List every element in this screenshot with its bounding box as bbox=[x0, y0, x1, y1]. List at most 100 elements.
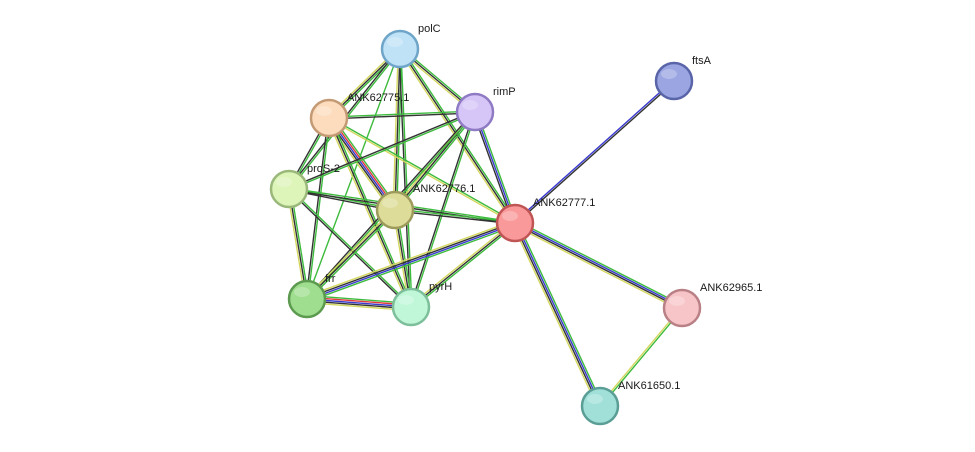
node-circle[interactable] bbox=[375, 190, 415, 230]
node-ANK62776.1[interactable]: ANK62776.1 bbox=[375, 183, 475, 230]
node-label: polC bbox=[418, 23, 441, 35]
node-frr[interactable]: frr bbox=[287, 273, 336, 319]
node-circle[interactable] bbox=[287, 279, 327, 319]
edge-strand-black bbox=[515, 81, 676, 225]
node-highlight bbox=[398, 295, 414, 305]
edge-strand-black bbox=[328, 117, 412, 308]
edge-strand-black bbox=[409, 111, 475, 307]
edge-strand-green bbox=[395, 208, 516, 223]
node-circle[interactable] bbox=[309, 98, 349, 138]
edge-strand-green bbox=[307, 118, 331, 300]
edge-strand-green bbox=[395, 112, 477, 212]
edge-strand-black bbox=[472, 112, 514, 224]
node-label: ANK62965.1 bbox=[700, 282, 762, 294]
node-circle[interactable] bbox=[269, 169, 309, 209]
node-ANK62965.1[interactable]: ANK62965.1 bbox=[662, 282, 762, 328]
node-circle[interactable] bbox=[662, 288, 702, 328]
edge-strand-black bbox=[306, 209, 396, 300]
edge-strand-yellow bbox=[305, 219, 515, 298]
edge-strand-black bbox=[394, 48, 401, 211]
edge-strand-yellow bbox=[392, 48, 399, 210]
edge-strand-yellow bbox=[409, 221, 515, 307]
node-highlight bbox=[462, 100, 478, 110]
node-highlight bbox=[669, 296, 685, 306]
node-label: proS-2 bbox=[307, 163, 340, 175]
edge-rimP-proS-2[interactable] bbox=[288, 110, 476, 191]
nodes-layer: polC ANK62775.1 rimP proS-2ANK62776.1ANK627… bbox=[269, 23, 762, 426]
edge-strand-green bbox=[411, 223, 517, 309]
node-label: ANK61650.1 bbox=[618, 380, 680, 392]
node-proS-2[interactable]: proS-2 bbox=[269, 163, 340, 209]
edge-ANK62775.1-pyrH[interactable] bbox=[326, 117, 414, 308]
edge-strand-black bbox=[305, 117, 329, 299]
node-ftsA[interactable]: ftsA bbox=[654, 55, 712, 101]
edge-strand-black bbox=[394, 210, 515, 225]
edge-strand-black bbox=[287, 189, 411, 309]
edge-strand-black bbox=[306, 221, 515, 299]
edge-strand-green bbox=[330, 117, 414, 307]
edge-strand-green bbox=[411, 112, 477, 308]
edge-strand-green bbox=[307, 210, 397, 301]
edge-strand-yellow bbox=[511, 223, 599, 408]
edge-ANK62776.1-frr[interactable] bbox=[305, 208, 397, 301]
node-highlight bbox=[587, 394, 603, 404]
node-highlight bbox=[294, 287, 310, 297]
edge-strand-yellow bbox=[326, 118, 410, 308]
edge-strand-yellow bbox=[328, 118, 515, 225]
node-label: ANK62777.1 bbox=[533, 197, 595, 209]
edge-ANK62775.1-rimP[interactable] bbox=[328, 110, 476, 120]
node-pyrH[interactable]: pyrH bbox=[391, 281, 452, 327]
node-label: ANK62775.1 bbox=[347, 92, 409, 104]
edge-ANK62777.1-ftsA[interactable] bbox=[513, 79, 676, 225]
node-ANK62775.1[interactable]: ANK62775.1 bbox=[309, 92, 409, 138]
edge-strand-green bbox=[476, 111, 518, 223]
edge-rimP-pyrH[interactable] bbox=[409, 111, 477, 308]
node-rimP[interactable]: rimP bbox=[455, 86, 516, 132]
node-ANK62777.1[interactable]: ANK62777.1 bbox=[495, 197, 595, 243]
node-label: frr bbox=[325, 273, 336, 285]
node-label: rimP bbox=[493, 86, 516, 98]
edge-strand-black bbox=[329, 112, 476, 120]
node-highlight bbox=[382, 198, 398, 208]
edge-ANK62777.1-pyrH[interactable] bbox=[409, 221, 517, 309]
node-circle[interactable] bbox=[654, 61, 694, 101]
edge-strand-green bbox=[600, 308, 684, 408]
edge-ANK62777.1-ANK62965.1[interactable] bbox=[513, 219, 684, 312]
edge-strand-black bbox=[513, 223, 600, 407]
edge-strand-green bbox=[396, 49, 403, 211]
node-label: ANK62776.1 bbox=[413, 183, 475, 195]
node-highlight bbox=[276, 177, 292, 187]
edge-ANK62775.1-frr[interactable] bbox=[305, 117, 331, 300]
edge-strand-green bbox=[289, 187, 413, 307]
node-circle[interactable] bbox=[455, 92, 495, 132]
node-circle[interactable] bbox=[391, 287, 431, 327]
node-circle[interactable] bbox=[495, 203, 535, 243]
edge-strand-green bbox=[289, 112, 476, 191]
edge-strand-blue bbox=[307, 223, 516, 301]
edge-strand-green bbox=[515, 219, 684, 307]
edge-ANK62776.1-ANK62777.1[interactable] bbox=[394, 208, 516, 225]
edge-rimP-ANK62777.1[interactable] bbox=[472, 111, 518, 224]
edge-strand-black bbox=[410, 222, 516, 308]
edge-ANK62777.1-ANK61650.1[interactable] bbox=[511, 221, 604, 408]
edge-strand-yellow bbox=[397, 49, 515, 225]
edge-strand-blue bbox=[515, 222, 602, 406]
node-label: pyrH bbox=[429, 281, 452, 293]
edge-proS-2-pyrH[interactable] bbox=[287, 187, 413, 309]
edge-strand-black bbox=[514, 223, 682, 310]
node-polC[interactable]: polC bbox=[380, 23, 441, 69]
node-circle[interactable] bbox=[380, 29, 420, 69]
node-label: ftsA bbox=[692, 55, 712, 67]
node-highlight bbox=[387, 37, 403, 47]
edge-strand-green bbox=[307, 224, 517, 303]
edge-polC-pyrH[interactable] bbox=[398, 48, 413, 308]
edge-strand-yellow bbox=[598, 306, 682, 406]
edge-polC-ANK62776.1[interactable] bbox=[392, 48, 403, 211]
edge-ANK62965.1-ANK61650.1[interactable] bbox=[598, 306, 684, 408]
node-ANK61650.1[interactable]: ANK61650.1 bbox=[580, 380, 680, 426]
edge-strand-green bbox=[516, 221, 604, 406]
edge-ANK62777.1-frr[interactable] bbox=[305, 219, 517, 303]
node-circle[interactable] bbox=[580, 386, 620, 426]
edge-strand-black bbox=[288, 110, 475, 189]
